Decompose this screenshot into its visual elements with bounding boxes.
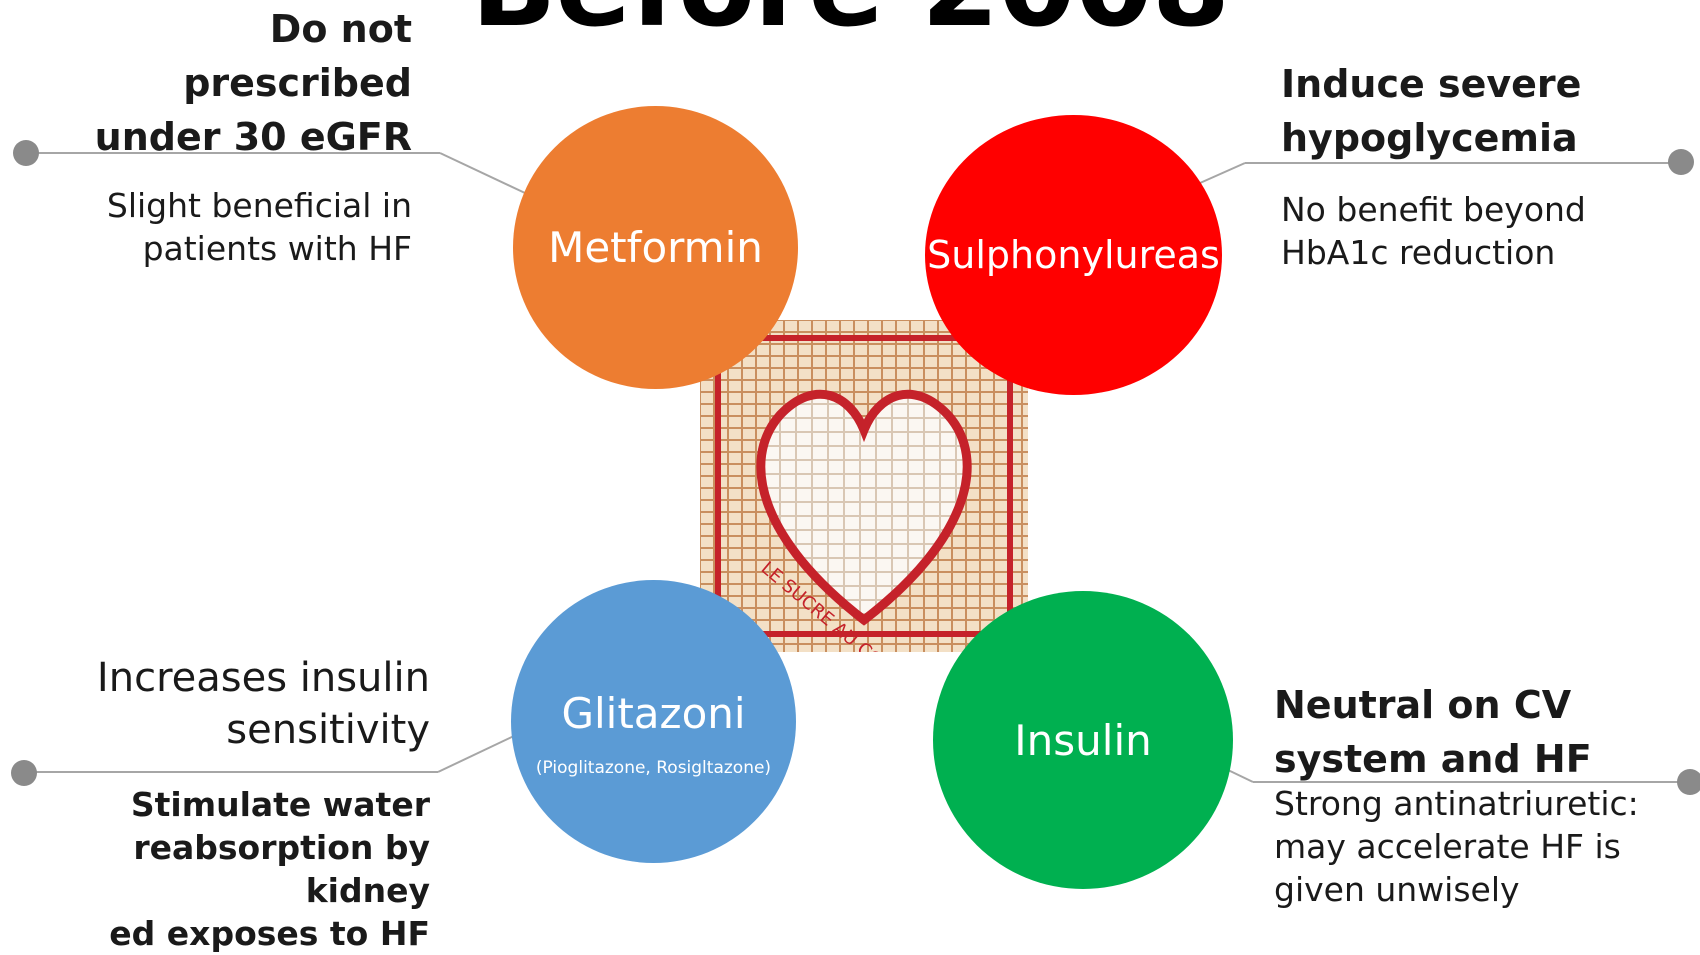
connector-metformin-diag: [440, 153, 525, 193]
bullet-dot-metformin: [13, 140, 39, 166]
insulin-note-line: given unwisely: [1274, 868, 1639, 911]
connector-glit-diag: [438, 735, 516, 772]
sulphonylureas-note-line: No benefit beyond: [1281, 188, 1586, 231]
connector-sulph-diag: [1200, 163, 1245, 183]
bullet-dot-sulph: [1668, 149, 1694, 175]
metformin-circle: Metformin: [513, 106, 798, 389]
glitazoni-note-line: sensitivity: [97, 704, 430, 756]
metformin-heading-line: prescribed: [95, 56, 412, 110]
metformin-note-line: Slight beneficial in: [107, 184, 412, 227]
sulphonylureas-heading-line: hypoglycemia: [1281, 111, 1581, 165]
sulphonylureas-heading-line: Induce severe: [1281, 57, 1581, 111]
insulin-note-line: Strong antinatriuretic:: [1274, 782, 1639, 825]
insulin-heading-line: Neutral on CV: [1274, 678, 1592, 732]
insulin-heading-line: system and HF: [1274, 732, 1592, 786]
glitazoni-label: Glitazoni: [561, 689, 745, 738]
glitazoni-note-line: Increases insulin: [97, 652, 430, 704]
glitazoni-heading-line: reabsorption by kidney: [0, 826, 430, 912]
metformin-note-line: patients with HF: [107, 227, 412, 270]
metformin-note: Slight beneficial in patients with HF: [107, 184, 412, 270]
glitazoni-circle: Glitazoni (Pioglitazone, Rosigltazone): [511, 580, 796, 863]
sulphonylureas-circle: Sulphonylureas: [925, 115, 1222, 395]
metformin-label: Metformin: [548, 223, 763, 272]
glitazoni-note: Increases insulin sensitivity: [97, 652, 430, 756]
sulphonylureas-heading: Induce severe hypoglycemia: [1281, 57, 1581, 165]
insulin-heading: Neutral on CV system and HF: [1274, 678, 1592, 786]
glitazoni-heading-line: ed exposes to HF: [0, 912, 430, 955]
bullet-dot-insulin: [1677, 769, 1700, 795]
sulphonylureas-note-line: HbA1c reduction: [1281, 231, 1586, 274]
sulphonylureas-note: No benefit beyond HbA1c reduction: [1281, 188, 1586, 274]
insulin-note: Strong antinatriuretic: may accelerate H…: [1274, 782, 1639, 911]
metformin-heading-line: Do not: [95, 2, 412, 56]
insulin-note-line: may accelerate HF is: [1274, 825, 1639, 868]
metformin-heading-line: under 30 eGFR: [95, 110, 412, 164]
glitazoni-sublabel: (Pioglitazone, Rosigltazone): [536, 758, 771, 778]
glitazoni-heading: Stimulate water reabsorption by kidney e…: [0, 783, 430, 955]
metformin-heading: Do not prescribed under 30 eGFR: [95, 2, 412, 164]
glitazoni-heading-line: Stimulate water: [0, 783, 430, 826]
insulin-circle: Insulin: [933, 591, 1233, 889]
sulphonylureas-label: Sulphonylureas: [927, 233, 1220, 277]
insulin-label: Insulin: [1014, 716, 1151, 765]
heart-mosaic-image: LE SUCRE AU COEUR: [700, 320, 1028, 652]
connector-insulin-diag: [1228, 770, 1253, 782]
